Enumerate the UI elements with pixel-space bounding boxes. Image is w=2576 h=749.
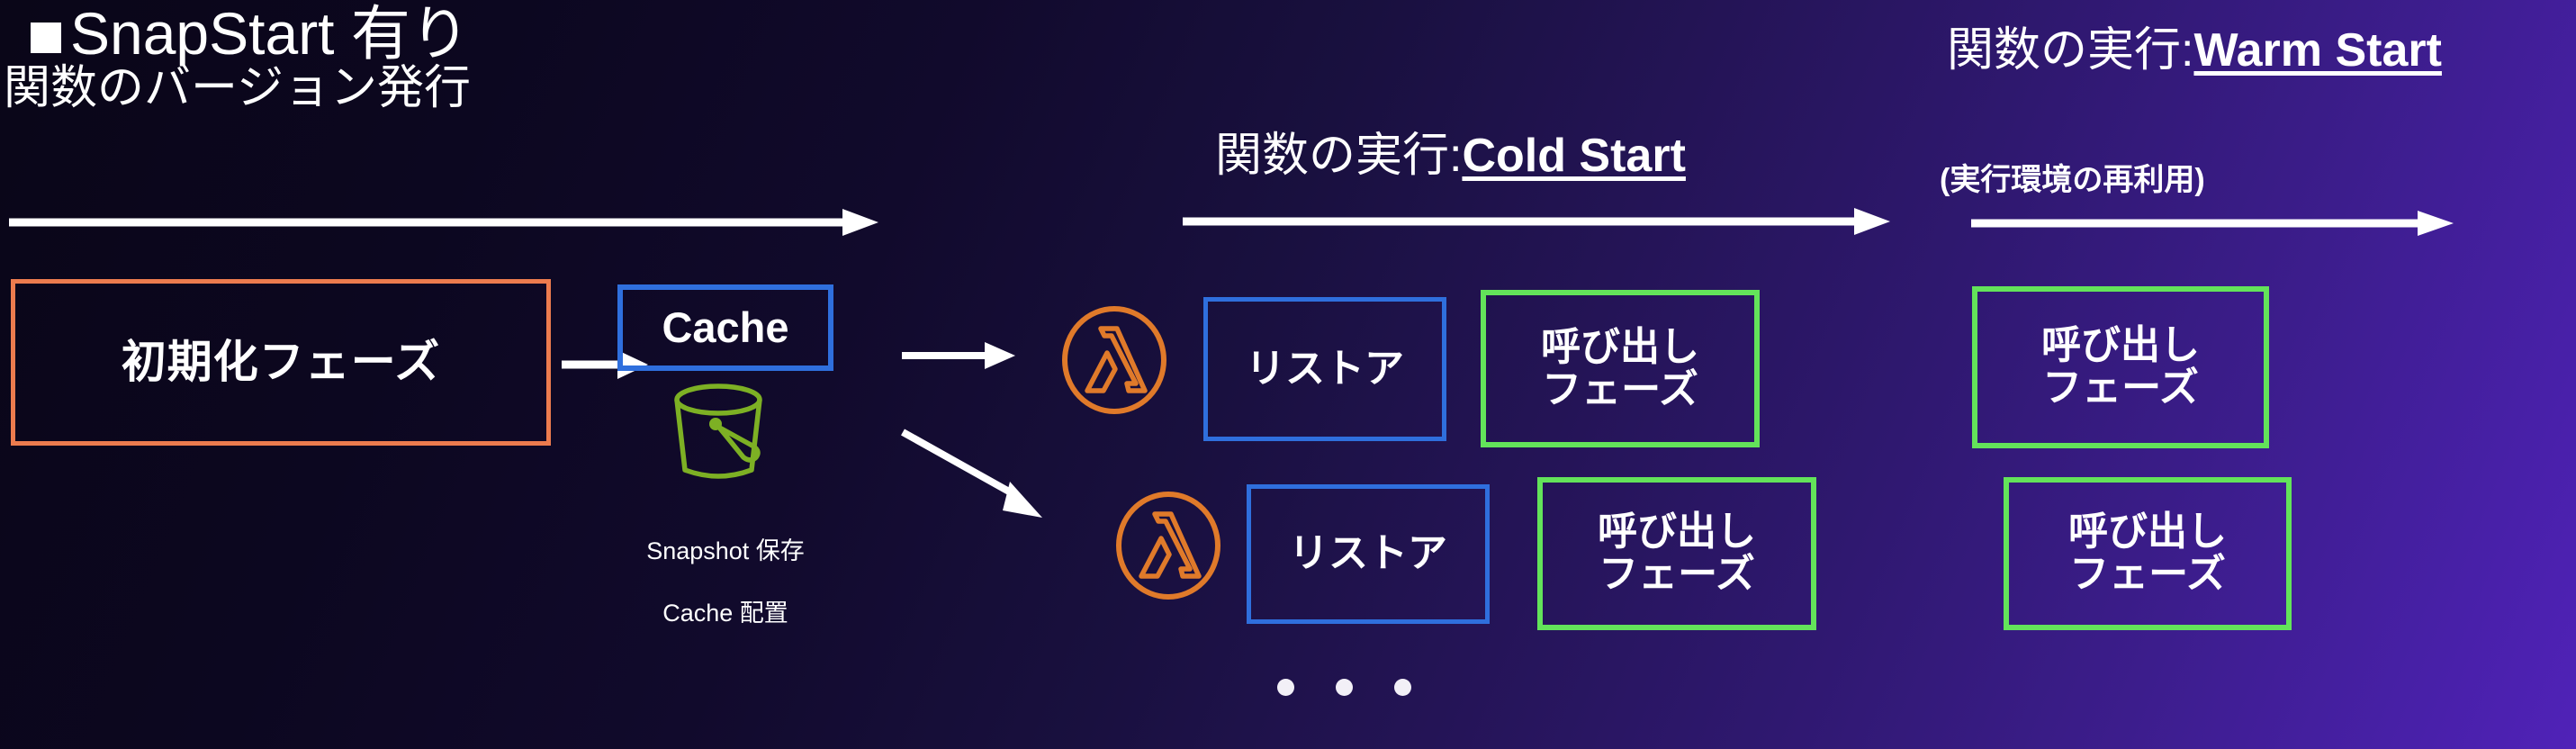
invoke-phase-box[interactable]: 呼び出し フェーズ bbox=[1537, 477, 1816, 630]
aws-lambda-icon bbox=[1060, 305, 1168, 415]
invoke-phase-label-line1: 呼び出し bbox=[2041, 323, 2200, 368]
invoke-phase-label-line1: 呼び出し bbox=[2068, 510, 2227, 555]
arrow-cache-to-lambda-2 bbox=[900, 428, 1053, 527]
init-phase-label: 初期化フェーズ bbox=[121, 337, 441, 387]
restore-label: リストア bbox=[1289, 531, 1447, 576]
invoke-phase-box[interactable]: 呼び出し フェーズ bbox=[1972, 286, 2269, 448]
section-heading-emphasis: Cold Start bbox=[1462, 130, 1686, 182]
caption-line-snapshot-save: Snapshot 保存 bbox=[646, 537, 805, 564]
timeline-arrow-cold-start bbox=[1181, 206, 1892, 237]
bullet-square-icon bbox=[31, 23, 61, 53]
page-title: SnapStart 有り bbox=[31, 0, 470, 71]
s3-bucket-icon bbox=[668, 382, 785, 486]
ellipsis-more-instances bbox=[1277, 679, 1411, 696]
section-heading-cold-start: 関数の実行:Cold Start bbox=[1215, 130, 1686, 182]
section-heading-warm-start: 関数の実行:Warm Start bbox=[1947, 24, 2442, 77]
section-heading-version-publish: 関数のバージョン発行 bbox=[4, 62, 471, 114]
arrow-cache-to-lambda-1 bbox=[900, 338, 1017, 374]
cache-label: Cache bbox=[662, 303, 789, 352]
invoke-phase-label-line1: 呼び出し bbox=[1541, 324, 1699, 369]
timeline-arrow-warm-start bbox=[1969, 208, 2455, 239]
timeline-arrow-version-publish bbox=[7, 207, 880, 238]
init-phase-box[interactable]: 初期化フェーズ bbox=[11, 279, 551, 446]
arrow-init-to-cache bbox=[560, 347, 650, 383]
restore-label: リストア bbox=[1246, 346, 1404, 391]
section-heading-text: 関数のバージョン発行 bbox=[4, 62, 471, 114]
invoke-phase-label-line1: 呼び出し bbox=[1598, 510, 1756, 555]
cache-box[interactable]: Cache bbox=[617, 284, 833, 371]
aws-lambda-icon bbox=[1114, 491, 1222, 600]
caption-line-cache-place: Cache 配置 bbox=[662, 599, 788, 627]
invoke-phase-label-line2: フェーズ bbox=[2069, 552, 2226, 596]
ellipsis-dot bbox=[1394, 679, 1411, 696]
section-heading-text: 関数の実行: bbox=[1215, 130, 1463, 182]
restore-box[interactable]: リストア bbox=[1203, 297, 1446, 441]
invoke-phase-label-line2: フェーズ bbox=[1599, 552, 1755, 596]
section-heading-text: 関数の実行: bbox=[1947, 24, 2194, 77]
snapshot-caption: Snapshot 保存 Cache 配置 bbox=[581, 504, 869, 660]
invoke-phase-box[interactable]: 呼び出し フェーズ bbox=[1481, 290, 1760, 447]
restore-box[interactable]: リストア bbox=[1247, 484, 1490, 624]
invoke-phase-label-line2: フェーズ bbox=[2042, 365, 2199, 410]
ellipsis-dot bbox=[1336, 679, 1353, 696]
section-heading-emphasis: Warm Start bbox=[2193, 24, 2442, 77]
ellipsis-dot bbox=[1277, 679, 1294, 696]
invoke-phase-label-line2: フェーズ bbox=[1542, 366, 1698, 411]
invoke-phase-box[interactable]: 呼び出し フェーズ bbox=[2004, 477, 2292, 630]
section-subnote-warm-start: (実行環境の再利用) bbox=[1940, 163, 2205, 197]
page-title-text: SnapStart 有り bbox=[70, 0, 470, 67]
